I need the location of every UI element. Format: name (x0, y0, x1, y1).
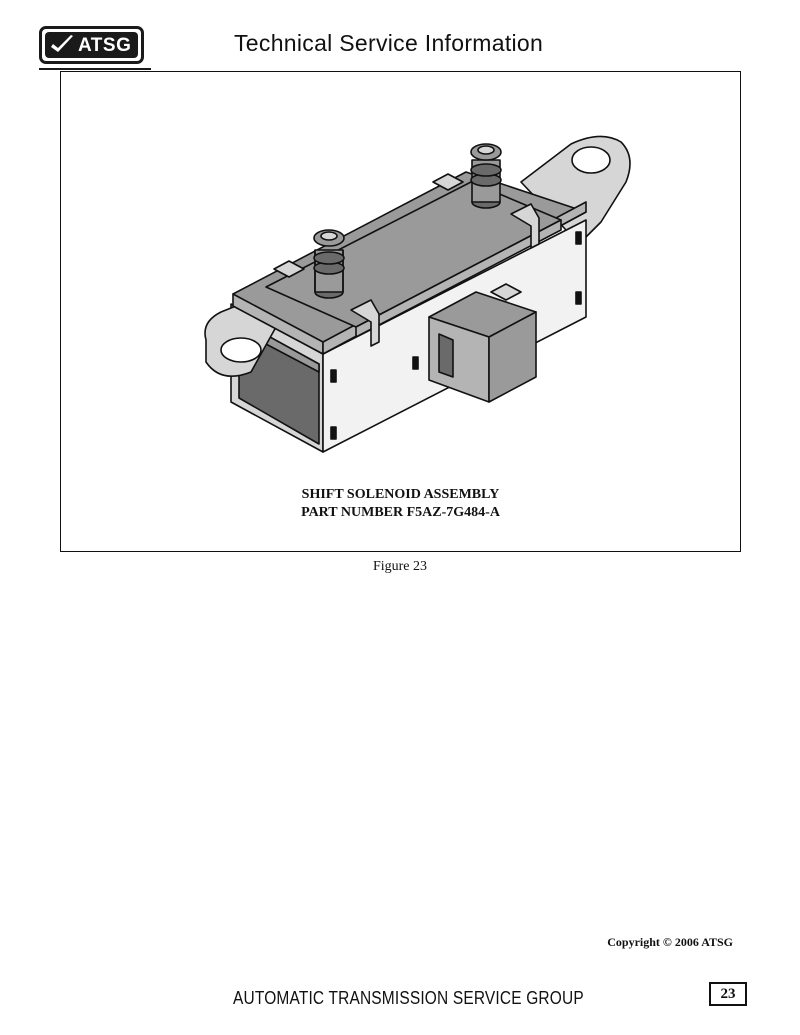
figure-label: Figure 23 (372, 559, 428, 574)
footer-organization: AUTOMATIC TRANSMISSION SERVICE GROUP (233, 988, 584, 1008)
atsg-logo: ATSG (39, 26, 144, 64)
header-rule (39, 68, 151, 70)
page-number: 23 (709, 982, 747, 1006)
page-title: Technical Service Information (234, 30, 544, 56)
checkmark-logo-icon (51, 35, 73, 52)
figure-caption-part-number: PART NUMBER F5AZ-7G484-A (301, 505, 500, 520)
logo-text: ATSG (78, 34, 132, 56)
figure-caption-title: SHIFT SOLENOID ASSEMBLY (301, 487, 500, 502)
figure-frame: SHIFT SOLENOID ASSEMBLY PART NUMBER F5AZ… (60, 71, 741, 552)
shift-solenoid-assembly-drawing (204, 135, 631, 453)
copyright-notice: Copyright © 2006 ATSG (607, 935, 733, 949)
